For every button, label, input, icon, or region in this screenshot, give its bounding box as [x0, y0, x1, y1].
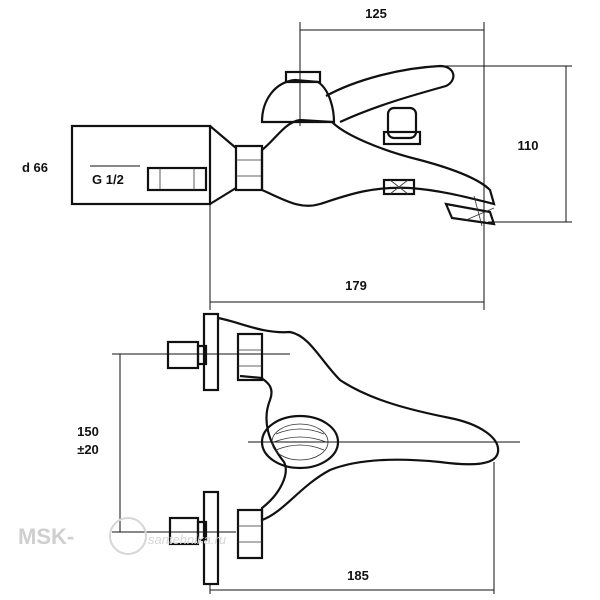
watermark-site: santehnika.ru	[148, 532, 226, 547]
spout-tip	[444, 202, 496, 226]
side-view	[70, 22, 572, 310]
watermark-brand: MSK-	[18, 524, 74, 549]
faucet-body	[260, 118, 496, 207]
dim-label-185: 185	[347, 568, 369, 583]
aerator	[382, 178, 416, 196]
dim-label-thread: G 1/2	[92, 172, 124, 187]
wall-escutcheon	[70, 124, 212, 206]
dim-label-150: 150	[77, 424, 99, 439]
dim-label-179: 179	[345, 278, 367, 293]
dim-label-125: 125	[365, 6, 387, 21]
body-outline-plan	[217, 316, 500, 522]
plan-view	[112, 312, 520, 594]
lever-handle	[325, 64, 455, 124]
watermark: MSK- santehnika.ru	[18, 517, 226, 555]
upper-nut	[236, 332, 264, 382]
dim-label-tolerance: ±20	[77, 442, 99, 457]
lower-escutcheon	[202, 490, 220, 586]
dim-label-110: 110	[518, 138, 539, 153]
connection-nut	[234, 144, 264, 192]
upper-escutcheon	[202, 312, 220, 392]
diverter-knob	[386, 106, 418, 140]
cartridge-cap	[260, 78, 336, 124]
dim-label-diameter: d 66	[22, 160, 48, 175]
lower-nut	[236, 508, 264, 560]
watermark-logo	[109, 517, 147, 555]
thread-pipe	[146, 166, 208, 192]
